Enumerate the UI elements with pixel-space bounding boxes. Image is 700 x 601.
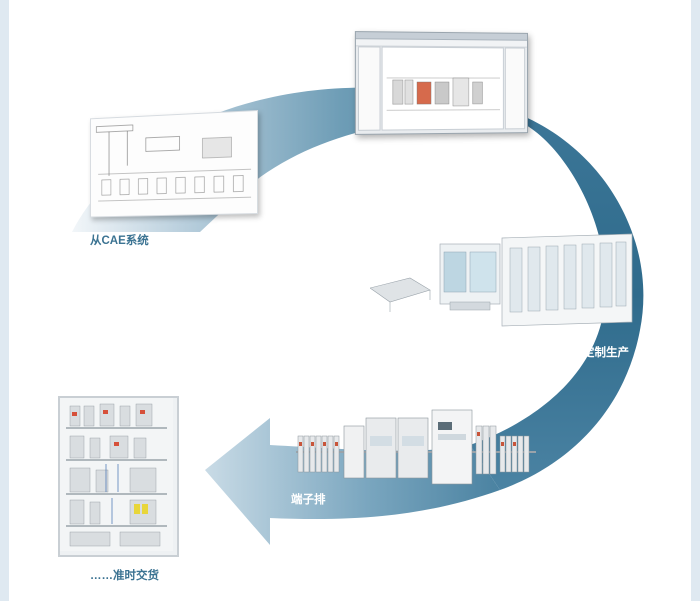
project-complete-software-window	[354, 31, 528, 135]
to-project-label-line1: ……传达至PROJECT	[423, 152, 535, 164]
arrow-right-segment	[470, 100, 644, 490]
terminal-strip-label: 端子排	[291, 494, 326, 506]
arrow-bottom-segment	[205, 418, 500, 545]
from-cae-label: 从CAE系统	[90, 235, 149, 247]
cae-schematic-drawing	[90, 110, 258, 218]
to-project-label-line2: Complete	[472, 166, 525, 178]
terminal-blocks	[296, 408, 536, 488]
control-cabinet	[58, 396, 179, 557]
production-machine	[369, 230, 635, 330]
right-frame-strip	[691, 0, 700, 601]
left-frame-strip	[0, 0, 9, 601]
on-time-delivery-label: ……准时交货	[90, 570, 159, 582]
flexible-production-label: 柔性定制生产	[560, 347, 629, 359]
